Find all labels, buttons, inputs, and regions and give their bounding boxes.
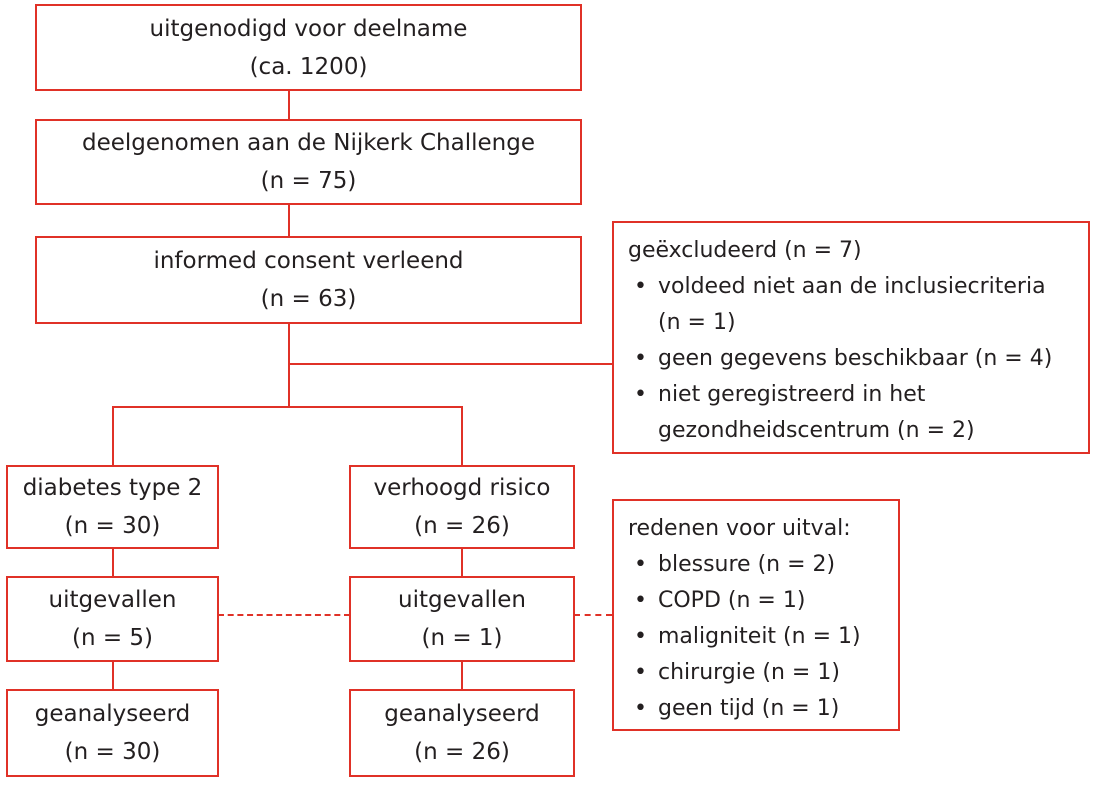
dropout-risk-title: uitgevallen: [398, 587, 526, 613]
list-item: COPD (n = 1): [628, 583, 884, 619]
dropout-diabetes-count: (n = 5): [71, 625, 154, 651]
connector-to-diabetes: [112, 406, 114, 466]
invited-count: (ca. 1200): [249, 53, 368, 80]
excluded-list: voldeed niet aan de inclusiecriteria (n …: [628, 269, 1074, 449]
connector-diabetes-dropout: [112, 548, 114, 577]
reasons-list: blessure (n = 2) COPD (n = 1) malignitei…: [628, 547, 884, 727]
analyzed-diabetes-title: geanalyseerd: [34, 701, 191, 727]
list-item: voldeed niet aan de inclusiecriteria (n …: [628, 269, 1074, 341]
dashed-connector-reasons: [574, 614, 612, 616]
reasons-title: redenen voor uitval:: [628, 516, 851, 541]
connector-to-excluded: [288, 363, 613, 365]
diabetes-count: (n = 30): [64, 513, 161, 539]
consent-title: informed consent verleend: [153, 248, 464, 274]
excluded-title: geëxcludeerd (n = 7): [628, 238, 862, 263]
connector-participated-consent: [288, 204, 290, 237]
dashed-connector-dropouts: [218, 614, 350, 616]
consent-count: (n = 63): [260, 286, 357, 312]
connector-to-risk: [461, 406, 463, 466]
list-item: maligniteit (n = 1): [628, 619, 884, 655]
box-excluded: geëxcludeerd (n = 7) voldeed niet aan de…: [612, 221, 1090, 454]
box-consent: informed consent verleend (n = 63): [35, 236, 582, 324]
connector-dropout-analyzed-diabetes: [112, 661, 114, 690]
dropout-diabetes-title: uitgevallen: [48, 587, 177, 613]
analyzed-diabetes-count: (n = 30): [64, 739, 161, 765]
participated-count: (n = 75): [260, 168, 357, 194]
box-dropout-diabetes: uitgevallen (n = 5): [6, 576, 219, 662]
box-analyzed-diabetes: geanalyseerd (n = 30): [6, 689, 219, 777]
box-diabetes: diabetes type 2 (n = 30): [6, 465, 219, 549]
connector-dropout-analyzed-risk: [461, 661, 463, 690]
analyzed-risk-count: (n = 26): [414, 739, 510, 765]
risk-title: verhoogd risico: [373, 475, 551, 501]
list-item: geen tijd (n = 1): [628, 691, 884, 727]
list-item: chirurgie (n = 1): [628, 655, 884, 691]
list-item: niet geregistreerd in het gezondheidscen…: [628, 377, 1074, 449]
connector-split-horizontal: [112, 406, 463, 408]
box-dropout-risk: uitgevallen (n = 1): [349, 576, 575, 662]
box-invited: uitgenodigd voor deelname (ca. 1200): [35, 4, 582, 91]
box-risk: verhoogd risico (n = 26): [349, 465, 575, 549]
connector-consent-split: [288, 323, 290, 407]
risk-count: (n = 26): [414, 513, 510, 539]
connector-invited-participated: [288, 90, 290, 120]
box-reasons: redenen voor uitval: blessure (n = 2) CO…: [612, 499, 900, 731]
invited-title: uitgenodigd voor deelname: [149, 15, 468, 42]
list-item: blessure (n = 2): [628, 547, 884, 583]
box-analyzed-risk: geanalyseerd (n = 26): [349, 689, 575, 777]
list-item: geen gegevens beschikbaar (n = 4): [628, 341, 1074, 377]
connector-risk-dropout: [461, 548, 463, 577]
box-participated: deelgenomen aan de Nijkerk Challenge (n …: [35, 119, 582, 205]
analyzed-risk-title: geanalyseerd: [384, 701, 540, 727]
dropout-risk-count: (n = 1): [421, 625, 503, 651]
diabetes-title: diabetes type 2: [22, 475, 203, 501]
participated-title: deelgenomen aan de Nijkerk Challenge: [82, 130, 535, 156]
